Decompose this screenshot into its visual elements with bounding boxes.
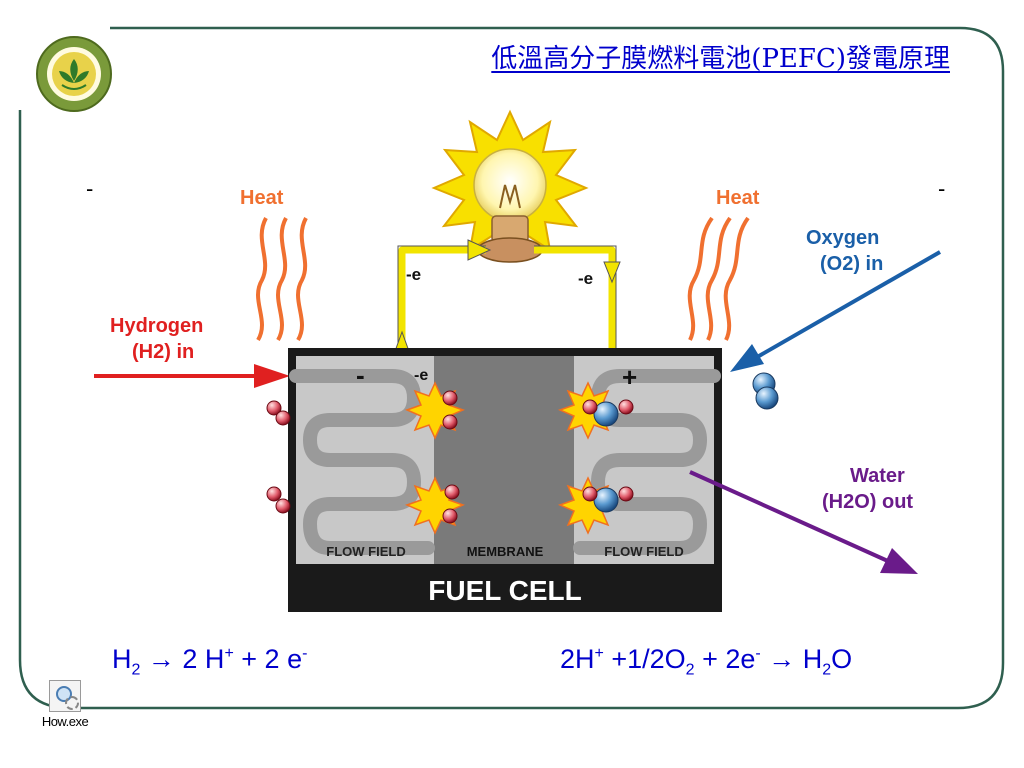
- external-circuit-wire: [398, 246, 616, 352]
- water-molecule-icon: [582, 399, 634, 513]
- eq-text: → H: [760, 644, 823, 674]
- flow-field-left-label: FLOW FIELD: [326, 544, 405, 559]
- dash-left: -: [86, 176, 93, 201]
- fuel-cell-label: FUEL CELL: [428, 575, 581, 606]
- electron-arrow-down: [603, 261, 621, 284]
- eq-text: + 2e: [694, 644, 756, 674]
- dash-right: -: [938, 176, 945, 201]
- eq-superscript: -: [755, 645, 761, 662]
- oxygen-molecule-icon: [752, 372, 779, 410]
- university-emblem-logo: [36, 36, 112, 112]
- membrane-label: MEMBRANE: [467, 544, 544, 559]
- flow-field-right-label: FLOW FIELD: [604, 544, 683, 559]
- eq-subscript: 2: [685, 661, 695, 679]
- heat-label-right: Heat: [716, 187, 760, 209]
- hydrogen-molecule-icon: [266, 390, 460, 524]
- electron-arrow-right: [467, 239, 492, 261]
- shortcut-label: How.exe: [41, 714, 89, 729]
- oxygen-in-arrow: [751, 250, 941, 362]
- eq-superscript: +: [594, 645, 604, 662]
- anode-reaction-equation: H2 → 2 H+ + 2 e-: [112, 644, 307, 679]
- eq-subscript: 2: [131, 661, 141, 679]
- heat-label-left: Heat: [240, 187, 284, 209]
- water-out-label-line2: (H2O) out: [822, 491, 913, 513]
- water-out-arrow: [689, 470, 891, 564]
- cathode-reaction-equation: 2H+ +1/2O2 + 2e- → H2O: [560, 644, 852, 679]
- slide-title: 低溫高分子膜燃料電池(PEFC)發電原理: [491, 44, 950, 74]
- hydrogen-in-label-line2: (H2) in: [132, 341, 194, 363]
- heat-waves-right: [687, 216, 750, 341]
- eq-text: +1/2O: [603, 644, 686, 674]
- eq-text: H: [112, 644, 132, 674]
- eq-superscript: +: [224, 645, 234, 662]
- heat-waves-left: [256, 217, 308, 342]
- plus-terminal: +: [622, 362, 637, 392]
- oxygen-in-label-line2: (O2) in: [820, 253, 883, 275]
- minus-terminal: -: [356, 360, 365, 390]
- hydrogen-in-label-line1: Hydrogen: [110, 315, 203, 337]
- water-out-label-line1: Water: [850, 465, 905, 487]
- light-bulb-icon: [431, 109, 589, 263]
- electron-label-left: -e: [406, 265, 421, 284]
- electron-label-right: -e: [578, 269, 593, 288]
- eq-text: + 2 e: [233, 644, 303, 674]
- how-exe-shortcut[interactable]: How.exe: [20, 680, 110, 729]
- eq-text: O: [831, 644, 853, 674]
- eq-text: 2H: [560, 644, 595, 674]
- electron-label-anode: -e: [414, 367, 428, 384]
- eq-subscript: 2: [822, 661, 832, 679]
- executable-file-icon[interactable]: [49, 680, 81, 712]
- eq-superscript: -: [302, 645, 308, 662]
- gear-icon: [65, 696, 79, 710]
- eq-text: → 2 H: [140, 644, 225, 674]
- oxygen-in-label-line1: Oxygen: [806, 227, 879, 249]
- membrane-panel: [434, 356, 574, 564]
